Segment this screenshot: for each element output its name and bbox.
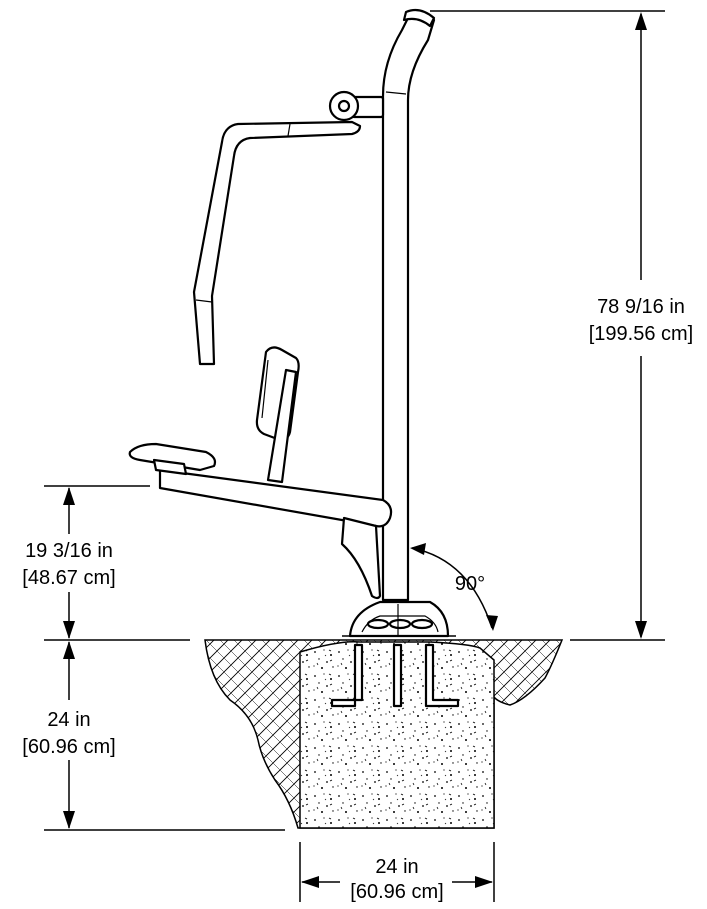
backrest bbox=[255, 346, 300, 484]
footing-width-imperial-label: 24 in bbox=[375, 856, 418, 878]
height-metric-label: [199.56 cm] bbox=[589, 323, 694, 345]
anchor-bolts bbox=[330, 643, 460, 708]
seat-assembly bbox=[128, 442, 393, 600]
base-mount bbox=[342, 600, 456, 638]
dimension-angle: 90° bbox=[410, 543, 498, 631]
seat-height-imperial-label: 19 3/16 in bbox=[25, 540, 113, 562]
handle-arm bbox=[192, 90, 385, 366]
ground-section bbox=[204, 639, 564, 829]
dimension-footing-depth: 24 in [60.96 cm] bbox=[22, 641, 285, 831]
footing-depth-imperial-label: 24 in bbox=[47, 709, 90, 731]
dimension-height: 78 9/16 in [199.56 cm] bbox=[430, 10, 694, 641]
footing-width-metric-label: [60.96 cm] bbox=[350, 881, 443, 903]
dimension-seat-height: 19 3/16 in [48.67 cm] bbox=[22, 485, 190, 641]
height-imperial-label: 78 9/16 in bbox=[597, 296, 685, 318]
dimension-footing-width: 24 in [60.96 cm] bbox=[299, 842, 495, 903]
main-post bbox=[381, 8, 436, 602]
footing-depth-metric-label: [60.96 cm] bbox=[22, 736, 115, 758]
seat-height-metric-label: [48.67 cm] bbox=[22, 567, 115, 589]
angle-label: 90° bbox=[455, 573, 485, 595]
